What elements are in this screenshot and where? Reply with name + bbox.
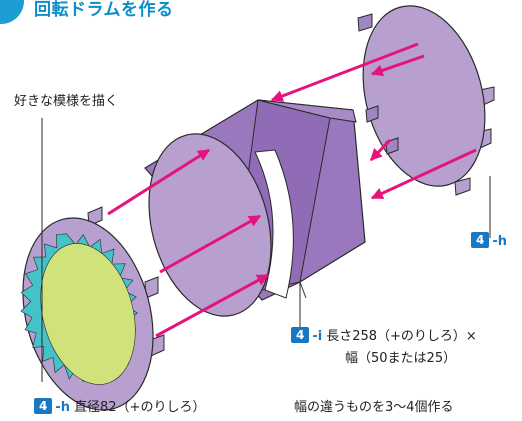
part-tag-suffix: -h (492, 234, 508, 249)
left-disk (20, 206, 165, 411)
drum-cylinder (144, 99, 366, 317)
assembly-arrows (107, 42, 477, 338)
part-tag-number: 4 (471, 232, 490, 248)
arrow-right-bottom (370, 148, 477, 200)
arrow-right-upper (370, 54, 425, 77)
right-end-disk (357, 5, 495, 196)
arrow-disk-top (107, 148, 211, 216)
label-right-disk: 4-h (471, 232, 511, 249)
arrow-right-top (270, 42, 419, 102)
part-tag-suffix: -i (312, 329, 323, 344)
part-tag-number: 4 (291, 327, 310, 343)
drum-dimension-line2: 幅（50または25） (345, 351, 457, 366)
drum-dimension-line1: 長さ258（+のりしろ）× (326, 329, 477, 344)
disk-dimension: 直径82（+のりしろ） (74, 400, 206, 415)
label-variation-note: 幅の違うものを3〜4個作る (294, 400, 454, 415)
arrow-right-mid (369, 138, 392, 162)
arrow-disk-bottom (155, 273, 270, 338)
part-tag-suffix: -h (55, 400, 71, 415)
part-tag-number: 4 (34, 398, 53, 414)
arrow-disk-mid (159, 214, 262, 274)
label-draw-pattern: 好きな模様を描く (14, 94, 119, 109)
page-title: 回転ドラムを作る (34, 0, 174, 20)
